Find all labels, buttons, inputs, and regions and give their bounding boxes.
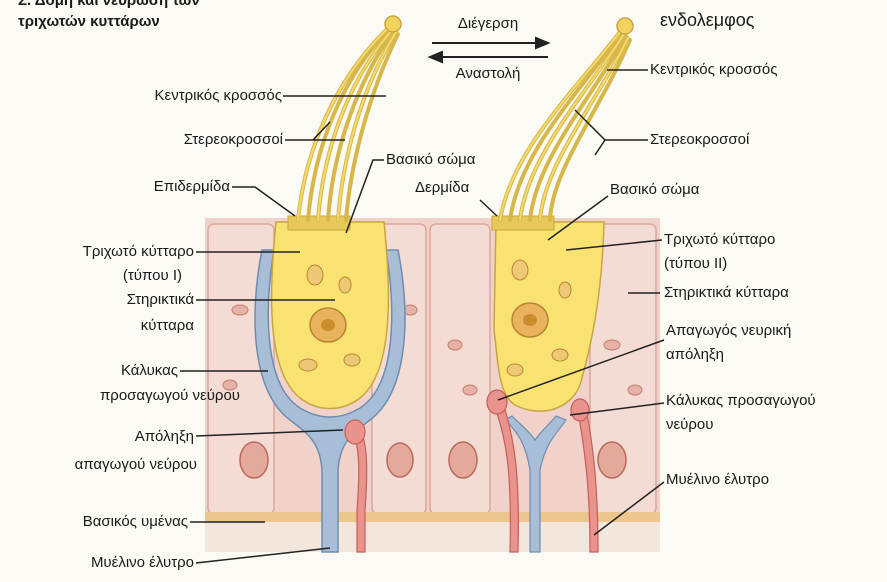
right-hair-cell-label-line2: (τύπου ΙΙ)	[664, 254, 727, 274]
left-hair-cell-label-line1: Τριχωτό κύτταρο	[0, 242, 194, 262]
nucleus	[387, 443, 413, 477]
right-kinocilium-tip	[617, 18, 633, 34]
left-myelin-label: Μυέλινο έλυτρο	[0, 553, 194, 573]
right-calyx-label-line1: Κάλυκας προσαγωγού	[666, 391, 816, 411]
inhibition-label: Αναστολή	[438, 64, 538, 84]
endolymph-label: ενδολεμφος	[660, 10, 754, 30]
diagram-title-line2: τριχωτών κυττάρων	[18, 12, 160, 31]
left-hair-cell-label-line2: (τύπου Ι)	[0, 266, 182, 286]
right-stereocilia-label: Στερεοκροσσοί	[650, 130, 749, 150]
left-supporting-label-line1: Στηρικτικά	[0, 290, 194, 310]
left-efferent-ending	[345, 420, 365, 444]
left-stereocilia-label: Στερεοκροσσοί	[40, 130, 283, 150]
right-myelin-label: Μυέλινο έλυτρο	[666, 470, 769, 490]
nucleus	[240, 442, 268, 478]
nucleus	[449, 442, 477, 478]
left-efferent-label-line1: Απόληξη	[0, 427, 194, 447]
left-basal-body-label: Βασικό σώμα	[386, 150, 475, 170]
left-kinocilium-tip	[385, 16, 401, 32]
right-basal-body-label: Βασικό σώμα	[610, 180, 699, 200]
excitation-label: Διέγερση	[438, 14, 538, 34]
basement-membrane-label: Βασικός υμένας	[0, 512, 188, 532]
right-supporting-label: Στηρικτικά κύτταρα	[664, 283, 789, 303]
left-cuticle-label: Επιδερμίδα	[40, 177, 230, 197]
right-efferent-label-line2: απόληξη	[666, 345, 724, 365]
right-efferent-label-line1: Απαγωγός νευρική	[666, 321, 791, 341]
nucleus	[598, 442, 626, 478]
direction-arrows	[430, 38, 548, 62]
left-calyx-label-line2: προσαγωγού νεύρου	[0, 386, 240, 406]
left-kinocilium-label: Κεντρικός κροσσός	[40, 86, 282, 106]
left-calyx-label-line1: Κάλυκας	[0, 361, 178, 381]
right-cuticle-label: Δερμίδα	[415, 178, 469, 198]
right-calyx-label-line2: νεύρου	[666, 415, 713, 435]
left-efferent-label-line2: απαγωγού νεύρου	[0, 455, 197, 475]
left-supporting-label-line2: κύτταρα	[0, 316, 194, 336]
right-efferent-ending	[487, 390, 507, 414]
right-kinocilium-label: Κεντρικός κροσσός	[650, 60, 778, 80]
diagram-title-line1: Σ. Δομή και νεύρωση των	[18, 0, 200, 10]
right-hair-cell-label-line1: Τριχωτό κύτταρο	[664, 230, 775, 250]
